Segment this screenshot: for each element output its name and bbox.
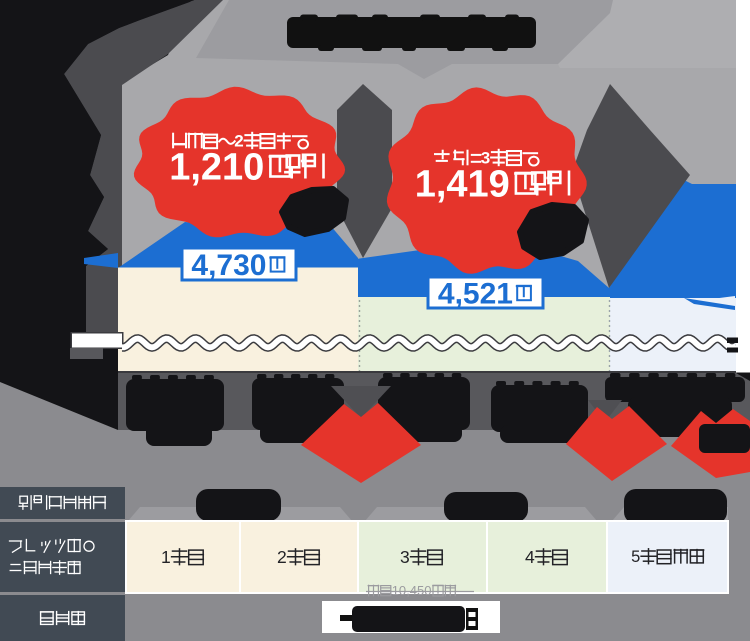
svg-text:2: 2 xyxy=(234,132,243,151)
svg-text:4,521: 4,521 xyxy=(438,277,513,310)
svg-text:2: 2 xyxy=(277,547,287,567)
svg-text:5: 5 xyxy=(631,548,640,566)
svg-text:4,730: 4,730 xyxy=(191,249,266,282)
svg-text:0: 0 xyxy=(399,583,406,598)
svg-text:4: 4 xyxy=(410,583,417,598)
svg-text:4: 4 xyxy=(525,547,535,567)
svg-text:0: 0 xyxy=(424,583,431,598)
svg-text:1,419: 1,419 xyxy=(415,164,510,206)
svg-text:,: , xyxy=(406,583,410,598)
svg-text:1,210: 1,210 xyxy=(169,147,264,189)
svg-text:1: 1 xyxy=(161,547,171,567)
svg-text:5: 5 xyxy=(417,583,424,598)
svg-text:3: 3 xyxy=(400,547,410,567)
svg-text:3: 3 xyxy=(481,149,490,168)
svg-text:1: 1 xyxy=(392,583,399,598)
